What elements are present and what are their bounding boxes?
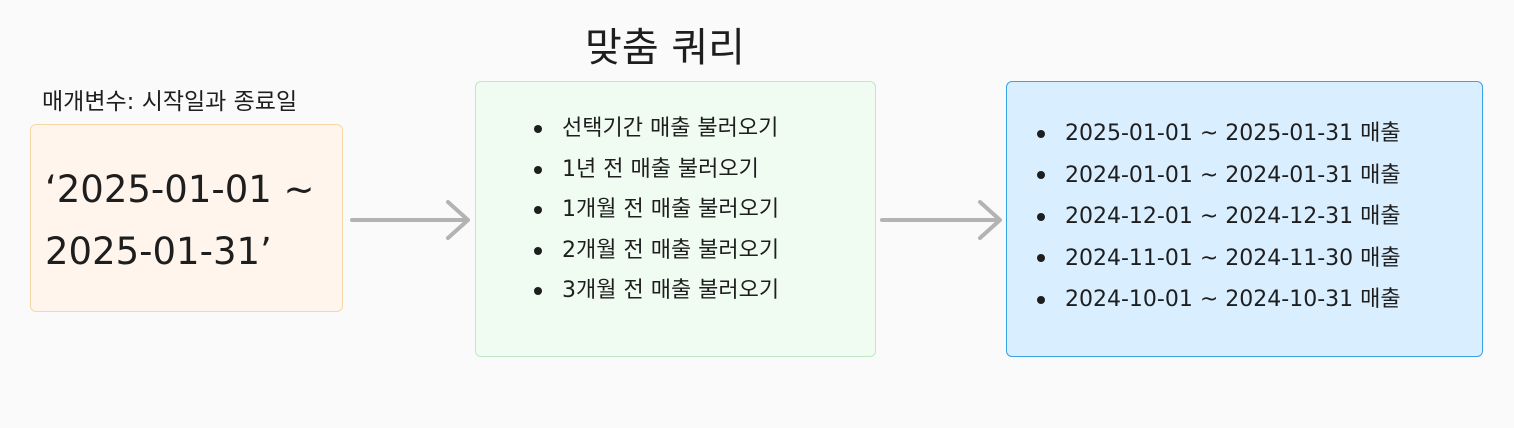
query-item: 2개월 전 매출 불러오기 bbox=[534, 231, 779, 272]
result-item: 2025-01-01 ~ 2025-01-31 매출 bbox=[1037, 113, 1401, 155]
parameter-label: 매개변수: 시작일과 종료일 bbox=[42, 89, 298, 115]
results-list: 2025-01-01 ~ 2025-01-31 매출 2024-01-01 ~ … bbox=[1037, 113, 1401, 321]
sales-results-box: 2025-01-01 ~ 2025-01-31 매출 2024-01-01 ~ … bbox=[1006, 81, 1483, 357]
query-item: 1년 전 매출 불러오기 bbox=[534, 150, 779, 191]
query-item: 1개월 전 매출 불러오기 bbox=[534, 190, 779, 231]
custom-query-box: 선택기간 매출 불러오기 1년 전 매출 불러오기 1개월 전 매출 불러오기 … bbox=[475, 81, 876, 357]
bullet-icon bbox=[534, 165, 542, 174]
bullet-icon bbox=[1037, 254, 1045, 263]
bullet-icon bbox=[1037, 129, 1045, 138]
query-list: 선택기간 매출 불러오기 1년 전 매출 불러오기 1개월 전 매출 불러오기 … bbox=[534, 109, 779, 312]
parameter-value: ‘2025-01-01 ~ 2025-01-31’ bbox=[45, 168, 315, 273]
bullet-icon bbox=[1037, 212, 1045, 221]
result-item: 2024-10-01 ~ 2024-10-31 매출 bbox=[1037, 279, 1401, 321]
diagram-title: 맞춤 쿼리 bbox=[585, 25, 745, 71]
result-item: 2024-11-01 ~ 2024-11-30 매출 bbox=[1037, 238, 1401, 280]
result-item: 2024-12-01 ~ 2024-12-31 매출 bbox=[1037, 196, 1401, 238]
bullet-icon bbox=[534, 246, 542, 255]
bullet-icon bbox=[1037, 171, 1045, 180]
arrow-query-to-results-icon bbox=[880, 200, 1002, 240]
bullet-icon bbox=[534, 287, 542, 296]
bullet-icon bbox=[534, 206, 542, 215]
arrow-parameter-to-query-icon bbox=[350, 200, 470, 240]
parameter-box: ‘2025-01-01 ~ 2025-01-31’ bbox=[30, 124, 343, 312]
result-item: 2024-01-01 ~ 2024-01-31 매출 bbox=[1037, 155, 1401, 197]
bullet-icon bbox=[534, 125, 542, 134]
query-item: 3개월 전 매출 불러오기 bbox=[534, 271, 779, 312]
bullet-icon bbox=[1037, 295, 1045, 304]
query-item: 선택기간 매출 불러오기 bbox=[534, 109, 779, 150]
